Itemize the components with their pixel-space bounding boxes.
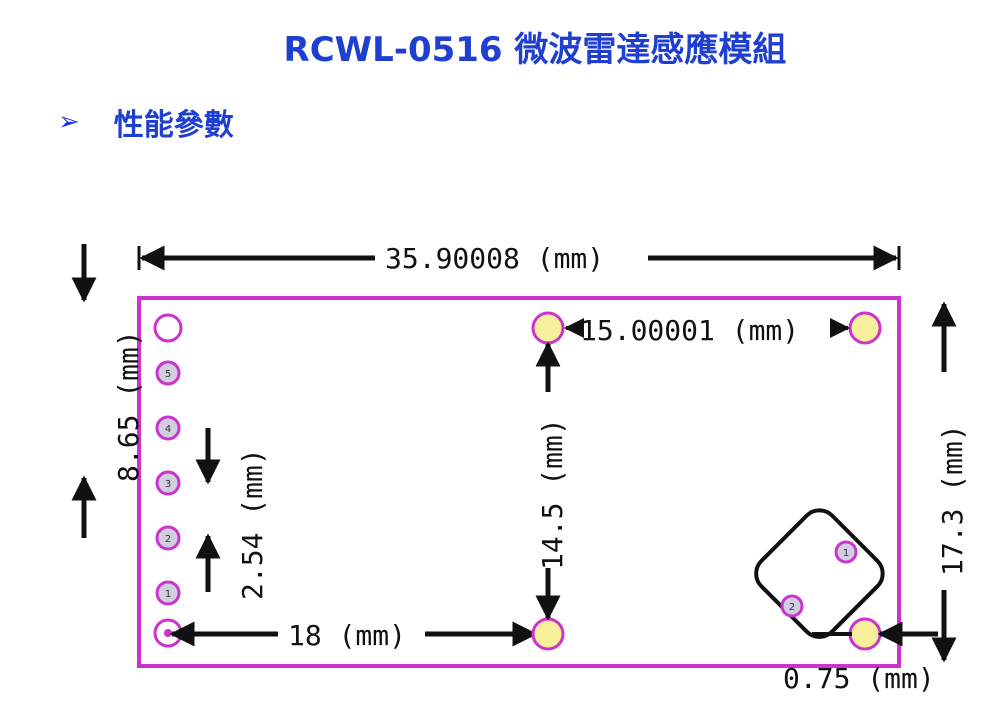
pad-bottom-right	[848, 617, 882, 651]
pin-offset-label: 8.65 (mm)	[112, 330, 145, 482]
width-label: 35.90008 (mm)	[385, 242, 604, 275]
pad-top-left	[531, 311, 565, 345]
section-label: 性能參數	[113, 108, 234, 143]
pin-to-pad-label: 18 (mm)	[288, 619, 406, 652]
mount-hole-top	[153, 313, 183, 343]
pin-to-pad-dimension: 18 (mm)	[169, 619, 538, 652]
width-dimension: 35.90008 (mm)	[137, 242, 901, 275]
rf-pin-2-label: 2	[789, 602, 795, 613]
header-pin	[155, 580, 181, 606]
page-title: RCWL-0516 微波雷達感應模組	[283, 30, 787, 70]
pad-top-right	[848, 311, 882, 345]
header-pin	[155, 360, 181, 386]
board-height-dimension: 17.3 (mm)	[931, 301, 969, 663]
pad-height-dimension: 14.5 (mm)	[535, 341, 569, 621]
pad-spacing-dimension: 15.00001 (mm)	[564, 314, 850, 347]
section-heading: ➢ 性能參數	[58, 100, 234, 144]
pin-pitch-label: 2.54 (mm)	[236, 448, 269, 600]
header-pin-label: 1	[165, 589, 171, 600]
header-pin-label: 2	[165, 534, 171, 545]
pad-bottom-middle	[531, 617, 565, 651]
pad-spacing-label: 15.00001 (mm)	[580, 314, 799, 347]
header-pin-label: 4	[165, 424, 171, 435]
board-outline	[137, 296, 901, 668]
pin-pitch-dimension: 2.54 (mm)	[195, 428, 269, 600]
header-pin	[155, 470, 181, 496]
header-pin	[155, 415, 181, 441]
edge-offset-dimension: 0.75 (mm)	[783, 621, 938, 695]
edge-offset-label: 0.75 (mm)	[783, 662, 935, 695]
header-pin-label: 3	[165, 479, 171, 490]
rf-chip: 1 2	[754, 508, 885, 639]
rf-pin-1-label: 1	[843, 548, 849, 559]
rf-pin-2	[780, 594, 804, 618]
pin-offset-dimension: 8.65 (mm)	[71, 244, 145, 538]
pin-header: 5 4 3 2 1	[153, 313, 183, 648]
header-pin	[155, 525, 181, 551]
arrow-bullet-icon: ➢	[58, 107, 80, 137]
rf-pin-1	[834, 540, 858, 564]
pad-height-label: 14.5 (mm)	[536, 418, 569, 570]
header-pin-label: 5	[165, 369, 171, 380]
board-height-label: 17.3 (mm)	[936, 424, 969, 576]
